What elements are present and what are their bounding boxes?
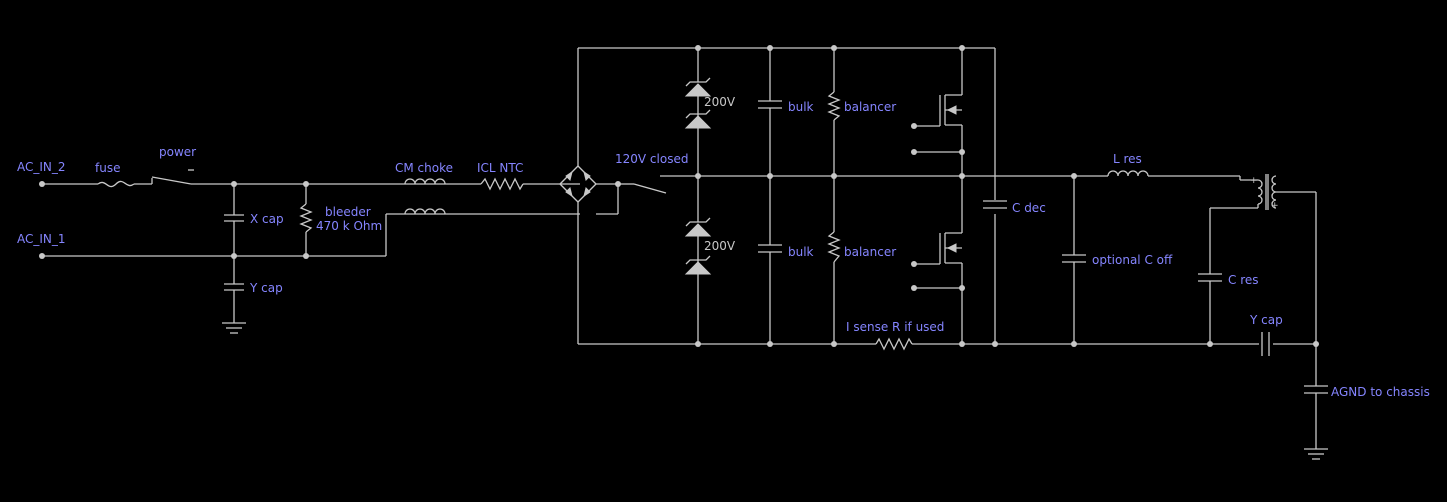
bulk-cap-bottom — [758, 176, 782, 344]
c-res-cap — [1198, 208, 1222, 344]
ground-symbol-output — [1304, 448, 1328, 460]
power-switch — [151, 176, 192, 185]
bulk-bottom-label: bulk — [788, 245, 814, 259]
c-dec-cap — [983, 200, 1007, 209]
bulk-cap-top — [758, 48, 782, 176]
zener-diode-top — [684, 48, 712, 176]
x-cap-symbol — [224, 184, 244, 284]
zener-diode-bottom — [684, 176, 712, 344]
y-cap-input-label: Y cap — [249, 281, 283, 295]
icl-ntc-symbol — [480, 177, 524, 191]
bleeder-label: bleeder — [325, 205, 371, 219]
balancer-bottom-label: balancer — [844, 245, 896, 259]
balancer-resistor-top — [827, 48, 841, 176]
transformer-symbol: + + — [1210, 174, 1317, 344]
y-cap-output-label: Y cap — [1249, 313, 1283, 327]
junction-dots — [231, 45, 1319, 347]
bleeder-value-label: 470 k Ohm — [316, 219, 382, 233]
svg-text:+: + — [1250, 176, 1258, 186]
ac-in-2-terminal — [39, 181, 45, 187]
cm-choke-symbol — [404, 178, 446, 215]
balancer-top-label: balancer — [844, 100, 896, 114]
i-sense-label: I sense R if used — [846, 320, 944, 334]
l-res-label: L res — [1113, 152, 1142, 166]
ac-in-1-label: AC_IN_1 — [17, 232, 66, 246]
mosfet-top — [914, 48, 963, 176]
rails — [578, 47, 1316, 345]
fuse-symbol — [97, 180, 135, 188]
y-cap-input-symbol — [224, 283, 244, 323]
l-res-inductor — [1107, 170, 1258, 181]
ac-in-2-label: AC_IN_2 — [17, 160, 66, 174]
y-cap-output — [1259, 332, 1273, 356]
voltage-select-switch — [618, 175, 698, 194]
zener-bottom-label: 200V — [704, 239, 736, 253]
ac-in-1-terminal — [39, 253, 45, 259]
optional-c-off-label: optional C off — [1092, 253, 1173, 267]
x-cap-label: X cap — [250, 212, 284, 226]
balancer-resistor-bottom — [827, 176, 841, 344]
bridge-rectifier-symbol — [559, 48, 619, 344]
mosfet-bottom — [914, 176, 963, 344]
agnd-cap — [1304, 344, 1328, 449]
optional-c-off-cap — [1062, 176, 1086, 344]
c-res-label: C res — [1228, 273, 1259, 287]
bleeder-resistor-symbol — [299, 184, 313, 256]
svg-text:+: + — [1271, 201, 1279, 211]
fuse-label: fuse — [95, 161, 120, 175]
switch-120v-label: 120V closed — [615, 152, 688, 166]
bulk-top-label: bulk — [788, 100, 814, 114]
zener-top-label: 200V — [704, 95, 736, 109]
ground-symbol-input — [222, 322, 246, 334]
power-label: power — [159, 145, 196, 159]
i-sense-resistor — [875, 337, 913, 351]
icl-ntc-label: ICL NTC — [477, 161, 523, 175]
c-dec-label: C dec — [1012, 201, 1046, 215]
agnd-label: AGND to chassis — [1331, 385, 1430, 399]
cm-choke-label: CM choke — [395, 161, 453, 175]
